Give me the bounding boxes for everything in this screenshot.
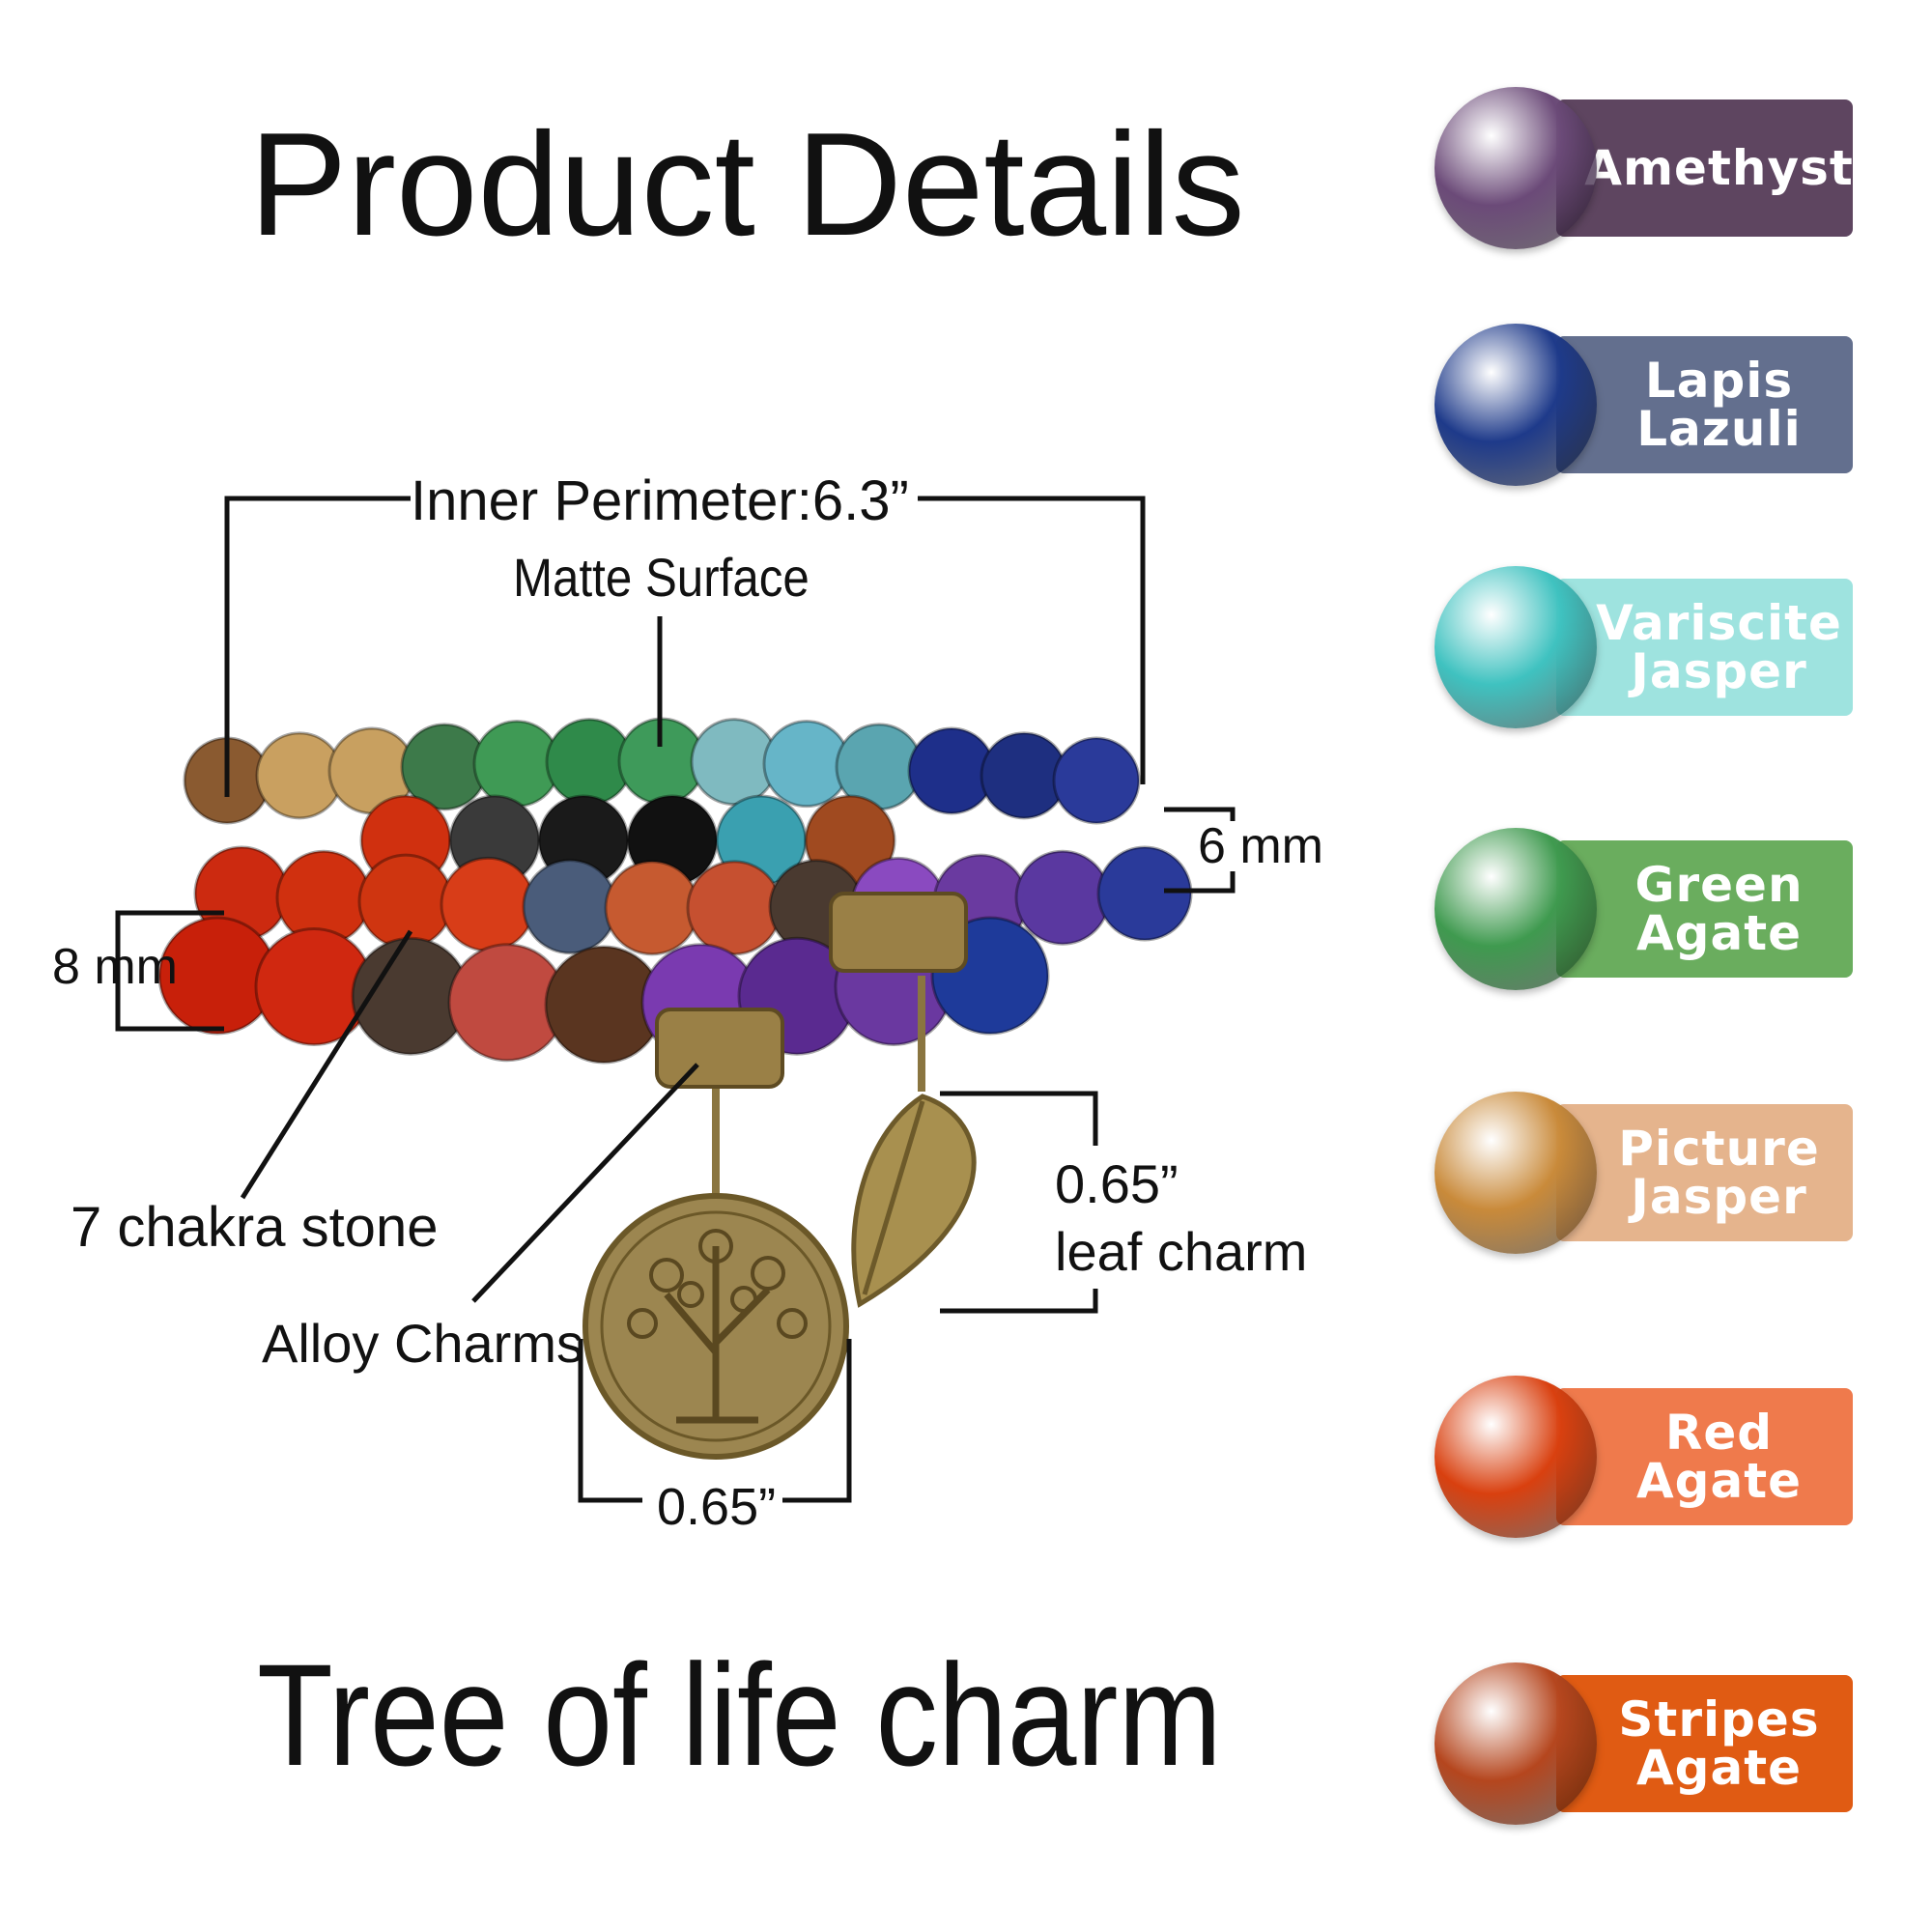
stone-name: Amethyst bbox=[1584, 140, 1854, 196]
chakra-stone-label: 7 chakra stone bbox=[71, 1196, 439, 1259]
leaf-bracket-top bbox=[940, 1091, 1098, 1146]
stone-bead-icon bbox=[1435, 828, 1597, 990]
bead bbox=[1052, 736, 1141, 825]
flower-spacer-icon bbox=[655, 1008, 784, 1089]
stone-name: Variscite Jasper bbox=[1596, 595, 1842, 699]
bead bbox=[440, 856, 536, 952]
stone-label-2: Variscite Jasper bbox=[1556, 579, 1853, 716]
alloy-charms-label: Alloy Charms bbox=[262, 1313, 583, 1374]
stone-name: Lapis Lazuli bbox=[1636, 353, 1802, 457]
stone-bead-icon bbox=[1435, 1092, 1597, 1254]
charm-title: Tree of life charm bbox=[257, 1634, 1222, 1796]
bead bbox=[1014, 849, 1111, 946]
eight-mm-bracket bbox=[115, 910, 224, 1032]
tree-bracket-left bbox=[578, 1339, 642, 1503]
matte-surface-label: Matte Surface bbox=[513, 547, 810, 608]
stone-name: Stripes Agate bbox=[1618, 1691, 1820, 1796]
bead bbox=[686, 860, 782, 956]
leaf-size-label: 0.65” bbox=[1055, 1153, 1179, 1214]
stone-name: Green Agate bbox=[1634, 857, 1804, 961]
stone-name: Picture Jasper bbox=[1618, 1121, 1820, 1225]
dimension-lines bbox=[115, 496, 1236, 1503]
stone-label-5: Red Agate bbox=[1556, 1388, 1853, 1525]
stone-label-3: Green Agate bbox=[1556, 840, 1853, 978]
inner-perimeter-label: Inner Perimeter:6.3” bbox=[411, 469, 909, 532]
perimeter-bracket-left bbox=[224, 496, 411, 797]
stone-name: Red Agate bbox=[1635, 1405, 1803, 1509]
leaf-charm-icon bbox=[851, 1094, 977, 1308]
six-mm-label: 6 mm bbox=[1198, 818, 1323, 874]
bead bbox=[1096, 845, 1193, 942]
leaf-charm-label: leaf charm bbox=[1055, 1221, 1308, 1282]
stone-bead-icon bbox=[1435, 566, 1597, 728]
stone-label-0: Amethyst bbox=[1556, 99, 1853, 237]
bead bbox=[604, 860, 700, 956]
stone-bead-icon bbox=[1435, 1662, 1597, 1825]
stone-bead-icon bbox=[1435, 1376, 1597, 1538]
leaf-bracket-bottom bbox=[940, 1289, 1098, 1314]
stone-label-6: Stripes Agate bbox=[1556, 1675, 1853, 1812]
flower-spacer-icon bbox=[829, 892, 968, 973]
stone-bead-icon bbox=[1435, 87, 1597, 249]
stone-label-1: Lapis Lazuli bbox=[1556, 336, 1853, 473]
stone-label-4: Picture Jasper bbox=[1556, 1104, 1853, 1241]
tree-size-label: 0.65” bbox=[657, 1478, 777, 1536]
bead bbox=[522, 859, 618, 955]
page-title: Product Details bbox=[249, 102, 1245, 267]
stone-bead-icon bbox=[1435, 324, 1597, 486]
eight-mm-label: 8 mm bbox=[52, 939, 178, 995]
chakra-pointer bbox=[240, 929, 413, 1200]
charms-pointer bbox=[471, 1063, 699, 1303]
tree-bracket-right bbox=[782, 1339, 852, 1503]
bead bbox=[357, 853, 454, 950]
perimeter-bracket-right bbox=[918, 496, 1146, 784]
